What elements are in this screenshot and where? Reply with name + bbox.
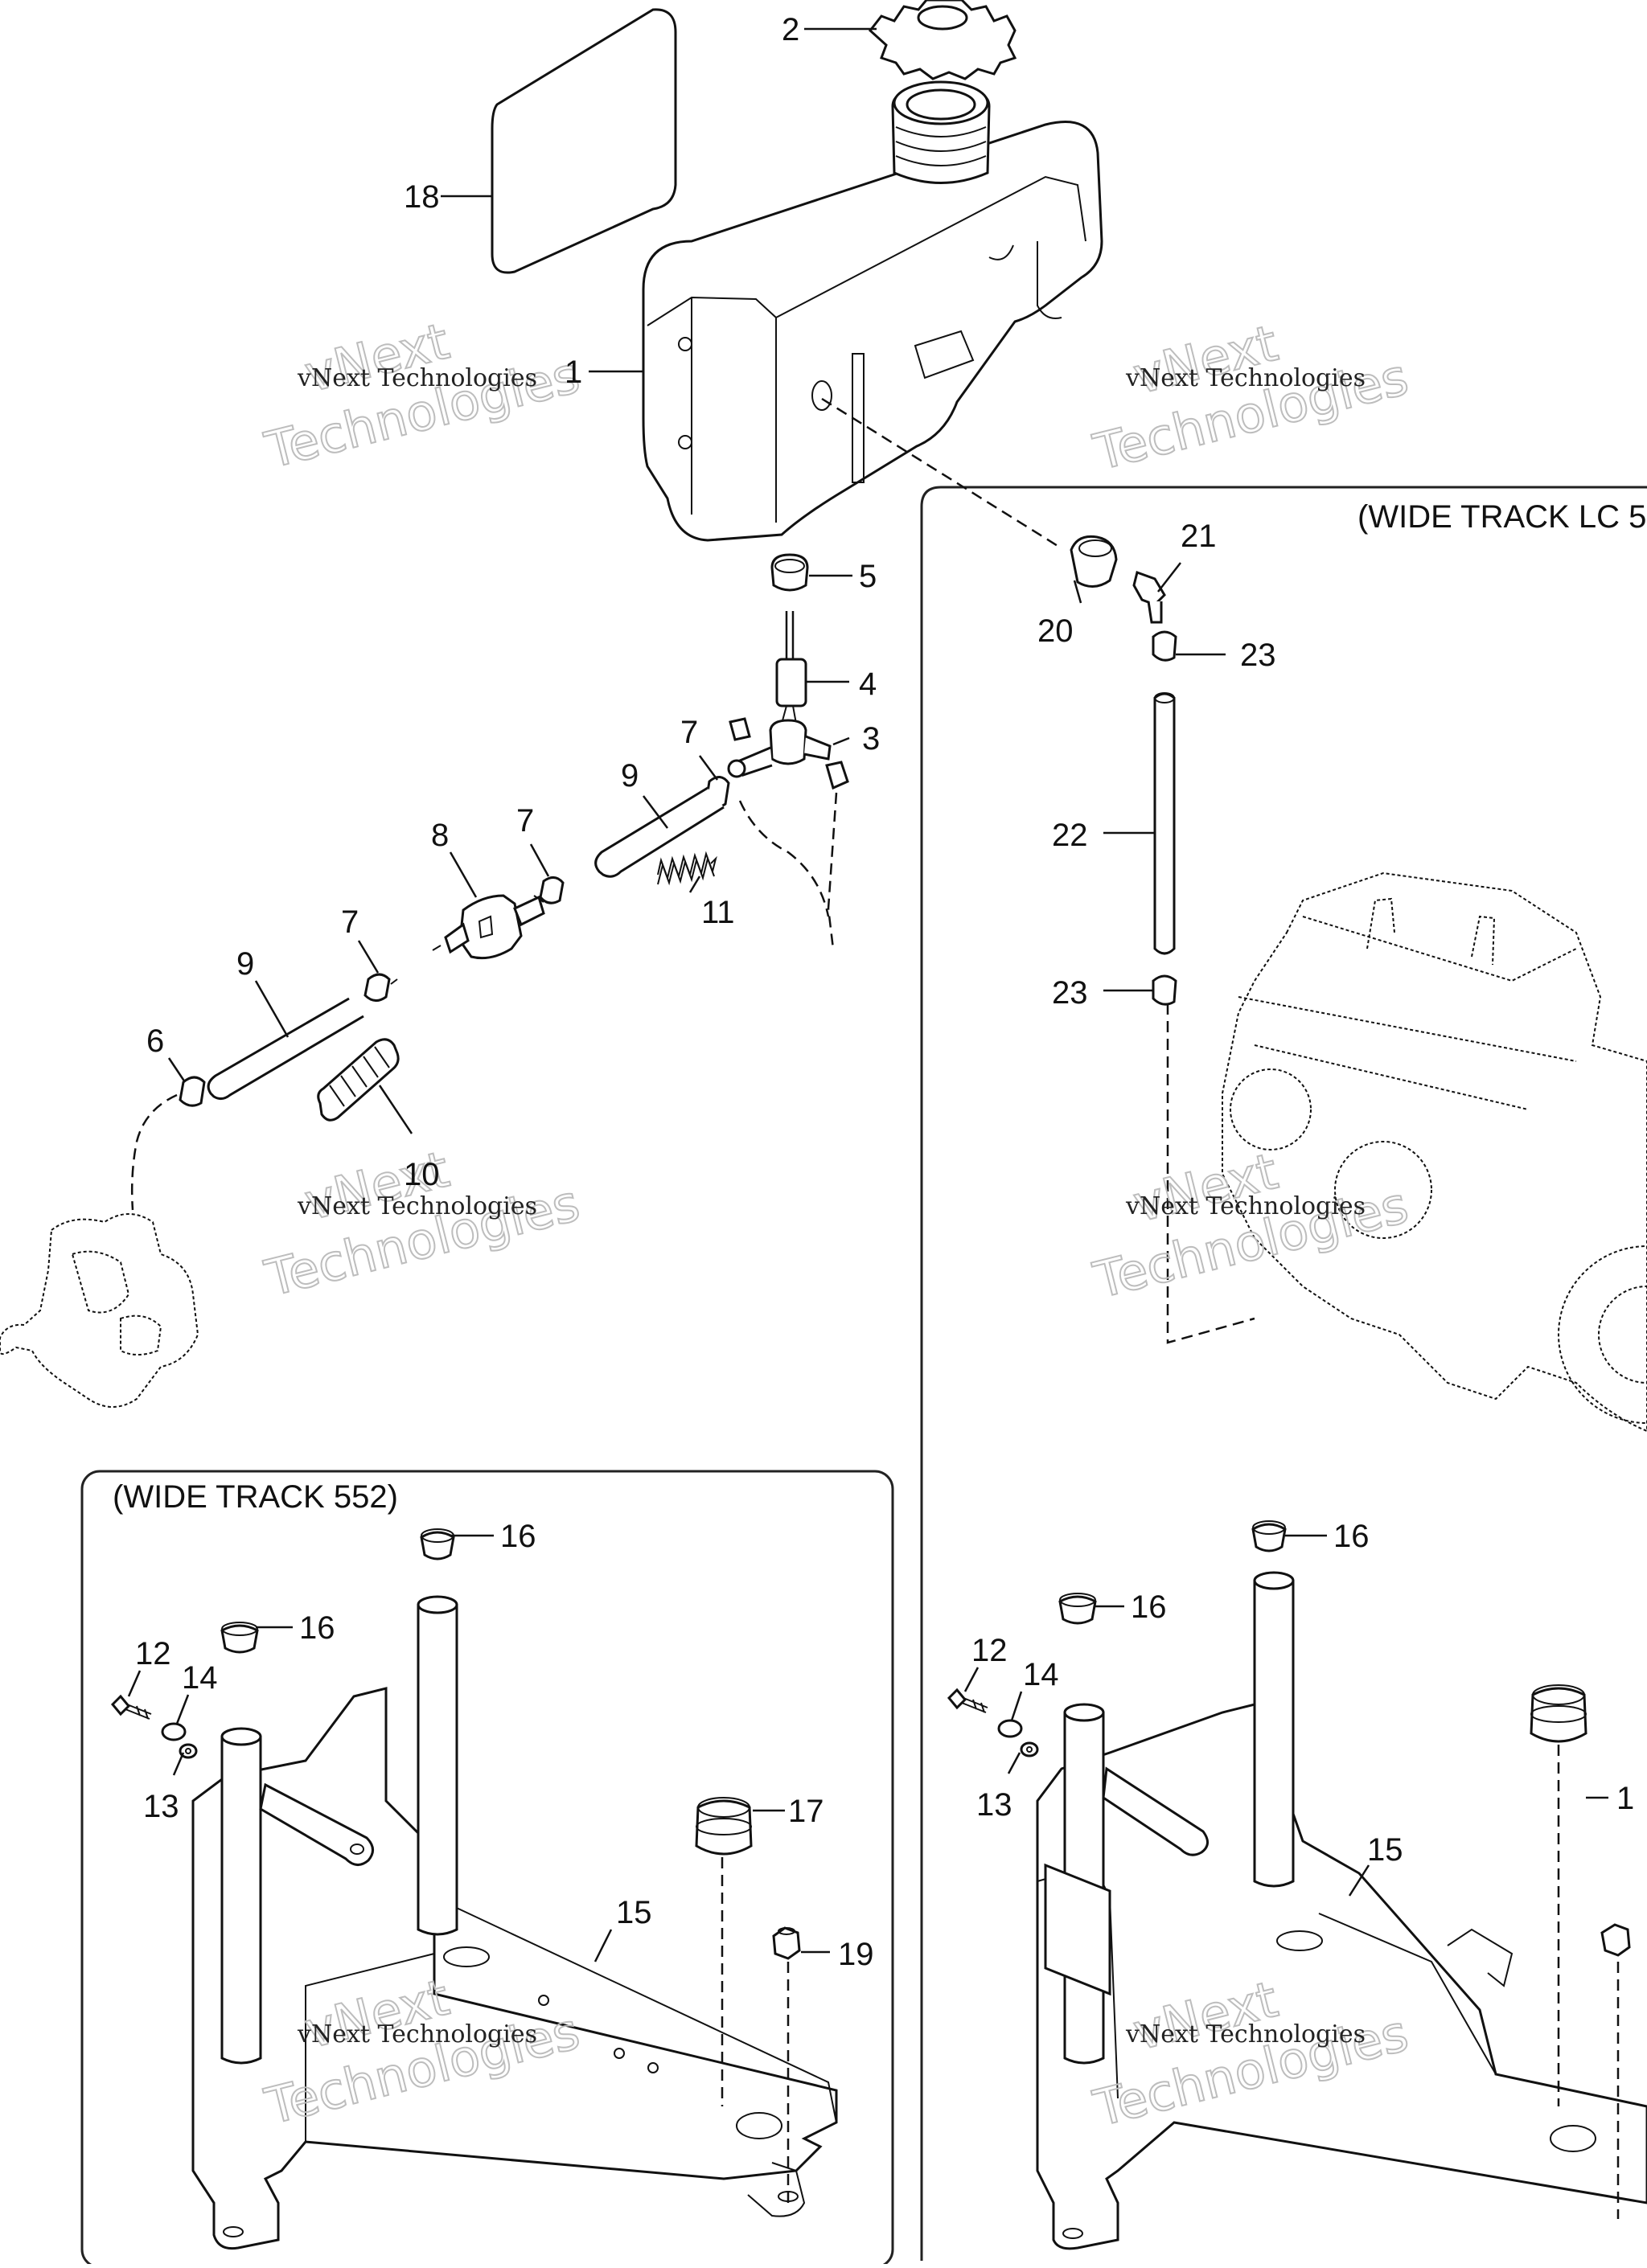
tank-to-engine-route [821, 397, 1062, 550]
callout-23-lower: 23 [1052, 975, 1088, 1011]
filter-part [432, 894, 545, 960]
washer-part-left [161, 1722, 198, 1759]
callout-12-left: 12 [135, 1636, 171, 1671]
callout-6: 6 [146, 1023, 164, 1059]
clamp-part-23-upper [1152, 630, 1177, 662]
callout-3: 3 [862, 721, 880, 757]
oil-line-route-3 [130, 1093, 178, 1211]
callout-14-left: 14 [182, 1660, 218, 1696]
engine-outline [1222, 872, 1647, 1433]
callout-16-left-a: 16 [500, 1519, 536, 1554]
hose-part-lower [207, 997, 364, 1101]
callout-16-right-b: 16 [1131, 1589, 1167, 1625]
callout-2: 2 [782, 12, 799, 47]
callout-16-right-a: 16 [1333, 1519, 1370, 1554]
bracket-right [1036, 1571, 1647, 2250]
watermark-text-3a: vNext Technologies [297, 2020, 537, 2049]
callout-17-left: 17 [788, 1794, 824, 1829]
callout-10: 10 [404, 1157, 440, 1192]
callout-7-middle: 7 [516, 803, 534, 839]
callout-5: 5 [859, 559, 877, 594]
watermark-text-2a: vNext Technologies [297, 1192, 537, 1220]
hose-to-engine-route [1166, 1003, 1255, 1344]
callout-23-upper: 23 [1240, 638, 1276, 673]
decal-part [491, 8, 677, 274]
callout-17-right: 1 [1616, 1781, 1634, 1816]
callout-16-left-b: 16 [299, 1610, 335, 1646]
callout-9-upper: 9 [621, 758, 639, 794]
spring-part [657, 851, 717, 886]
grommet-part-right-17 [1530, 1684, 1587, 1743]
callout-4: 4 [859, 666, 877, 702]
oil-tank-part [642, 80, 1103, 542]
callout-7-upper: 7 [680, 715, 698, 750]
right-panel-title: (WIDE TRACK LC 5 [1357, 499, 1646, 535]
clamp-part-6 [179, 1076, 206, 1107]
callout-21: 21 [1181, 519, 1217, 554]
watermark-text-1a: vNext Technologies [297, 364, 537, 392]
grommet-part [770, 553, 809, 592]
washer-part-right [997, 1719, 1039, 1757]
tee-fitting-part [727, 611, 849, 790]
plug-part-left-16a [420, 1528, 455, 1561]
hose-part-upper [594, 786, 725, 878]
callout-14-right: 14 [1023, 1657, 1059, 1692]
callout-1: 1 [565, 355, 582, 390]
callout-22: 22 [1052, 818, 1088, 853]
grommet-part-20 [1070, 535, 1118, 588]
left-panel-title: (WIDE TRACK 552) [113, 1479, 398, 1515]
callout-13-right: 13 [976, 1787, 1012, 1823]
nut-part-left-19 [772, 1926, 801, 1960]
callout-11: 11 [701, 895, 735, 930]
clamp-part-lower [363, 973, 398, 1002]
bracket-left [191, 1595, 838, 2250]
bolt-part-left [110, 1694, 152, 1720]
callout-20: 20 [1037, 613, 1074, 649]
cap-part [868, 0, 1017, 80]
plug-part-right-16d [1058, 1593, 1097, 1625]
clamp-part-23-lower [1152, 974, 1177, 1006]
bolt-part-right [947, 1688, 988, 1713]
callout-15-left: 15 [616, 1895, 652, 1930]
callout-12-right: 12 [971, 1633, 1008, 1668]
callout-8: 8 [431, 818, 449, 853]
watermark-text-2b: vNext Technologies [1125, 1192, 1366, 1220]
right-panel-frame [920, 486, 1647, 2261]
watermark-text-1b: vNext Technologies [1125, 364, 1366, 392]
callout-7-lower: 7 [341, 904, 359, 940]
oil-line-route-2 [827, 792, 838, 949]
callout-18: 18 [404, 179, 440, 215]
callout-9-lower: 9 [236, 946, 254, 982]
grommet-part-left-17 [695, 1797, 753, 1856]
callout-13-left: 13 [143, 1789, 179, 1824]
callout-19: 19 [838, 1937, 874, 1972]
sleeve-part [317, 1038, 400, 1122]
elbow-fitting-part [1132, 571, 1166, 624]
nut-part-right-19 [1600, 1923, 1631, 1957]
oil-pump-outline [0, 1213, 199, 1408]
leader-lines [127, 27, 1608, 1962]
plug-part-left-16b [220, 1622, 259, 1654]
hose-part-22 [1153, 692, 1176, 955]
callout-labels: 2 18 1 5 4 3 7 9 7 8 11 7 9 6 10 21 20 2… [135, 12, 1634, 1972]
plug-part-right-16c [1251, 1520, 1287, 1552]
oil-line-route-1 [738, 800, 830, 917]
watermark-text-3b: vNext Technologies [1125, 2020, 1366, 2049]
callout-15-right: 15 [1367, 1832, 1403, 1868]
